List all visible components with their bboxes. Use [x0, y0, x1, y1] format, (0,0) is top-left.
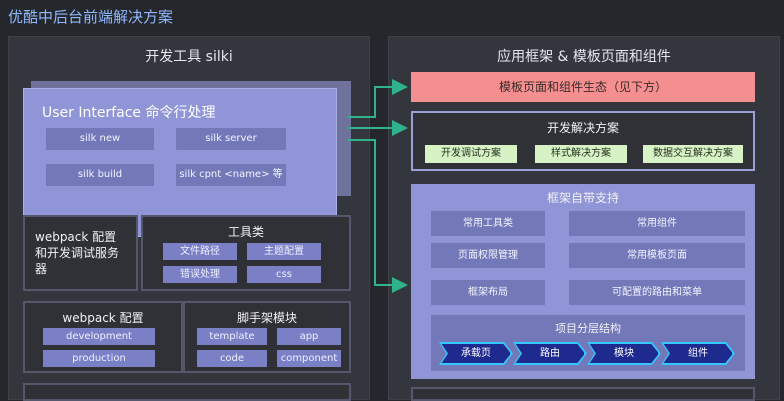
- page-permission[interactable]: 页面权限管理: [431, 243, 545, 268]
- configurable-routes-menus[interactable]: 可配置的路由和菜单: [569, 280, 745, 305]
- tool-theme-config[interactable]: 主题配置: [247, 243, 321, 260]
- scaffold-title: 脚手架模块: [236, 311, 297, 325]
- button-silk-new[interactable]: silk new: [46, 128, 154, 150]
- webpack-dev-card: webpack 配置和开发调试服务器: [23, 215, 138, 291]
- layer-chip-component: 组件: [663, 343, 733, 364]
- scaffold-template[interactable]: template: [197, 328, 267, 345]
- data-interaction-solution[interactable]: 数据交互解决方案: [643, 145, 743, 163]
- scaffold-code[interactable]: code: [197, 350, 267, 367]
- right-panel-title: 应用框架 & 模板页面和组件: [497, 49, 671, 65]
- webpack-development[interactable]: development: [43, 328, 155, 345]
- right-panel: 应用框架 & 模板页面和组件 模板页面和组件生态（见下方） 开发解决方案 开发调…: [388, 36, 780, 401]
- tool-css[interactable]: css: [247, 266, 321, 283]
- framework-support-box: 框架自带支持 常用工具类 常用组件 页面权限管理 常用模板页面 框架布局 可配置…: [411, 184, 755, 379]
- template-ecosystem: 模板页面和组件生态（见下方）: [411, 72, 755, 102]
- ui-panel: User Interface 命令行处理 silk new silk serve…: [23, 88, 337, 237]
- scaffold-app[interactable]: app: [277, 328, 341, 345]
- button-silk-cpnt[interactable]: silk cpnt <name> 等: [176, 164, 286, 186]
- dev-solutions-box: 开发解决方案 开发调试方案 样式解决方案 数据交互解决方案: [411, 111, 755, 171]
- layer-chip-carrier-page: 承载页: [441, 343, 511, 364]
- common-components[interactable]: 常用组件: [569, 211, 745, 236]
- page-title: 优酷中后台前端解决方案: [8, 8, 174, 26]
- common-tools[interactable]: 常用工具类: [431, 211, 545, 236]
- webpack-config-title: webpack 配置: [62, 311, 144, 325]
- project-layer-structure: 项目分层结构 承载页 路由 模块 组件: [431, 315, 745, 371]
- scaffold-card: 脚手架模块 template app code component: [183, 301, 351, 373]
- framework-layout[interactable]: 框架布局: [431, 280, 545, 305]
- style-solution[interactable]: 样式解决方案: [535, 145, 627, 163]
- button-silk-build[interactable]: silk build: [46, 164, 154, 186]
- scaffold-component[interactable]: component: [277, 350, 341, 367]
- left-panel: 开发工具 silki User Interface 命令行处理 silk new…: [8, 36, 370, 401]
- project-layer-title: 项目分层结构: [555, 322, 621, 335]
- webpack-production[interactable]: production: [43, 350, 155, 367]
- dev-solutions-title: 开发解决方案: [546, 121, 619, 135]
- webpack-config-card: webpack 配置 development production: [23, 301, 183, 373]
- dev-debug-solution[interactable]: 开发调试方案: [425, 145, 517, 163]
- framework-support-title: 框架自带支持: [546, 191, 619, 205]
- layer-chip-module: 模块: [589, 343, 659, 364]
- layer-chip-route: 路由: [515, 343, 585, 364]
- tool-file-path[interactable]: 文件路径: [163, 243, 237, 260]
- bottom-card-left: [23, 383, 351, 401]
- tools-title: 工具类: [227, 225, 264, 239]
- ui-title: User Interface 命令行处理: [42, 105, 216, 121]
- left-panel-title: 开发工具 silki: [145, 49, 233, 65]
- tool-error-handling[interactable]: 错误处理: [163, 266, 237, 283]
- common-template-pages[interactable]: 常用模板页面: [569, 243, 745, 268]
- button-silk-server[interactable]: silk server: [176, 128, 286, 150]
- webpack-dev-text: webpack 配置和开发调试服务器: [35, 230, 120, 276]
- bottom-card-right: [411, 387, 755, 401]
- tools-card: 工具类 文件路径 主题配置 错误处理 css: [141, 215, 351, 291]
